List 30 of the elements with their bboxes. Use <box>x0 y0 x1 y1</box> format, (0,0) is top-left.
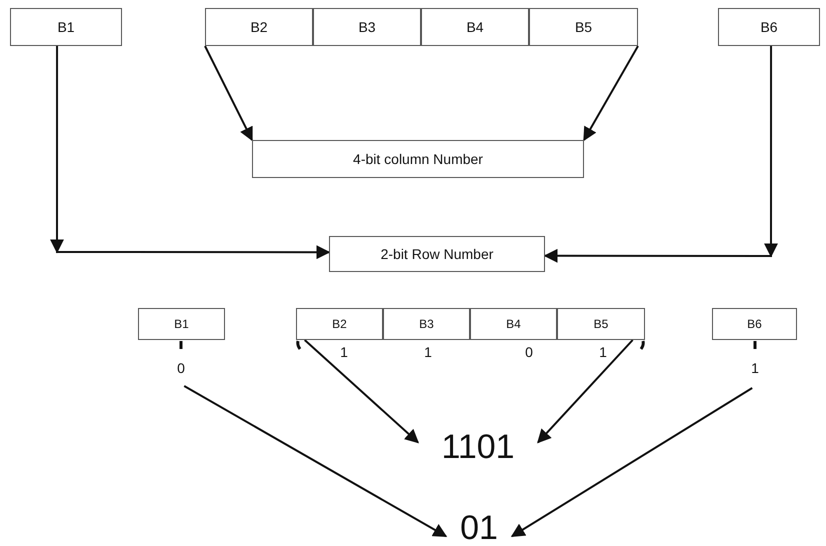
bit-box: B6 <box>712 308 797 340</box>
bit-value: 1 <box>337 342 351 362</box>
arrow <box>50 46 329 259</box>
bit-box: 2-bit Row Number <box>329 236 545 272</box>
bit-value: 0 <box>173 358 189 378</box>
bit-box: B2 <box>296 308 383 340</box>
bit-box: B5 <box>529 8 638 46</box>
bit-value: 0 <box>522 342 536 362</box>
result-value: 1101 <box>418 424 538 470</box>
bit-value: 1 <box>596 342 610 362</box>
bit-box: 4-bit column Number <box>252 140 584 178</box>
bit-box: B2 <box>205 8 313 46</box>
bit-box: B1 <box>138 308 225 340</box>
bit-box: B1 <box>10 8 122 46</box>
arrow <box>510 387 753 538</box>
bit-box: B4 <box>421 8 529 46</box>
arrow <box>204 46 253 142</box>
bit-value: 1 <box>421 342 435 362</box>
bit-box: B6 <box>718 8 820 46</box>
bit-value: 1 <box>748 358 762 378</box>
arrow <box>545 46 778 263</box>
bit-box: B3 <box>313 8 421 46</box>
bit-box: B3 <box>383 308 470 340</box>
arrow <box>583 46 639 142</box>
bit-box: B5 <box>557 308 645 340</box>
arrow <box>184 385 448 538</box>
bit-box: B4 <box>470 308 557 340</box>
arrow <box>304 339 420 444</box>
arrow <box>537 339 634 444</box>
result-value: 01 <box>446 505 512 546</box>
